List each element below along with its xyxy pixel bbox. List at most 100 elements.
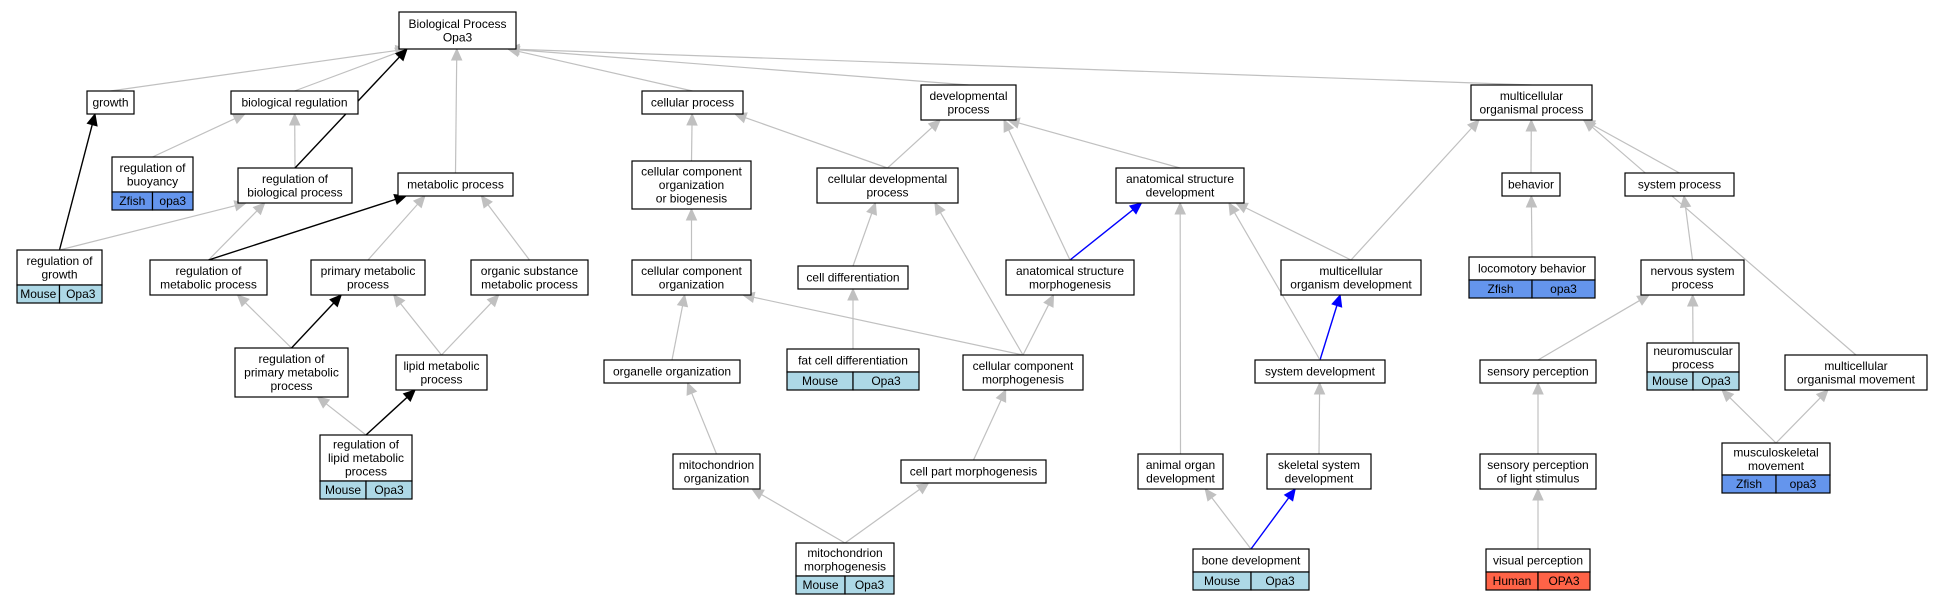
go-term-node-bioreg[interactable]: biological regulation [230, 90, 359, 115]
species-label: Mouse [802, 578, 838, 592]
go-term-node-metab[interactable]: metabolic process [397, 172, 514, 197]
edge-cellproc-to-bp [518, 50, 693, 92]
gene-cell [1537, 571, 1591, 591]
gene-label: Opa3 [871, 374, 901, 388]
edge-arrowhead [686, 112, 698, 126]
edge-musculo-to-neuromusc [1729, 397, 1777, 444]
node-box [1721, 442, 1831, 476]
go-term-node-behavior[interactable]: behavior [1501, 172, 1561, 197]
node-label-line: animal organ [1146, 458, 1215, 472]
edge-arrowhead [480, 195, 493, 209]
node-box [631, 160, 752, 210]
edge-arrowhead [685, 207, 698, 221]
gene-label: opa3 [1790, 477, 1817, 491]
edge-arrowhead [288, 112, 301, 126]
node-label-line: of light stimulus [1497, 471, 1580, 485]
node-label-line: organization [659, 178, 724, 192]
node-label-line: movement [1748, 459, 1805, 473]
node-label-line: regulation of [333, 438, 400, 452]
node-label-line: anatomical structure [1016, 264, 1124, 278]
node-box [1479, 453, 1597, 490]
node-label-line: bone development [1202, 554, 1301, 568]
node-label-line: regulation of [175, 264, 242, 278]
node-label-line: process [866, 185, 908, 199]
node-label-line: organelle organization [613, 365, 731, 379]
node-label-line: locomotory behavior [1478, 262, 1586, 276]
species-label: Zfish [1736, 477, 1762, 491]
gene-label: opa3 [1550, 282, 1577, 296]
gene-cell [844, 575, 895, 595]
edge-arrowhead [1525, 118, 1538, 132]
go-term-node-growth[interactable]: growth [86, 90, 135, 115]
node-label-line: fat cell differentiation [798, 354, 908, 368]
edge-arrowhead [1003, 118, 1015, 133]
edge-arrowhead [750, 488, 765, 500]
edge-multimove-to-multiorg [1591, 126, 1857, 356]
edge-arrowhead [1525, 194, 1538, 208]
node-label-line: growth [41, 267, 77, 281]
go-term-node-sysproc[interactable]: system process [1624, 172, 1735, 197]
go-term-node-celldiff[interactable]: cell differentiation [797, 265, 909, 290]
node-label-line: organization [684, 471, 749, 485]
edge-arrowhead [1721, 389, 1735, 403]
edge-regmetab-to-regbio [208, 210, 258, 261]
node-label-line: cell differentiation [806, 271, 899, 285]
node-box [237, 167, 353, 204]
go-term-node-sensory[interactable]: sensory perception [1479, 359, 1597, 384]
edge-arrowhead [86, 112, 98, 127]
node-label-line: multicellular [1319, 264, 1382, 278]
node-label-line: organismal process [1479, 102, 1583, 116]
edge-arrowhead [329, 294, 343, 308]
node-label-line: metabolic process [407, 178, 504, 192]
go-term-node-cellpart[interactable]: cell part morphogenesis [900, 459, 1047, 484]
edge-arrowhead [1815, 389, 1829, 403]
node-box [631, 259, 752, 296]
edge-arrowhead [1043, 293, 1055, 308]
edge-buoy-to-bioreg [152, 118, 236, 158]
node-label-line: development [1146, 471, 1215, 485]
edge-arrowhead [1466, 119, 1480, 133]
go-term-node-sysdev[interactable]: system development [1254, 359, 1386, 384]
node-label-line: metabolic process [481, 277, 578, 291]
node-box [310, 259, 426, 296]
node-box [1501, 172, 1561, 197]
edge-sysdev-to-multidev [1319, 305, 1338, 361]
go-term-node-cellproc[interactable]: cellular process [641, 90, 744, 115]
node-label-line: cellular component [641, 264, 742, 278]
go-term-node-organelle[interactable]: organelle organization [603, 359, 741, 384]
edge-arrowhead [1128, 202, 1143, 215]
edge-arrowhead [686, 381, 698, 396]
